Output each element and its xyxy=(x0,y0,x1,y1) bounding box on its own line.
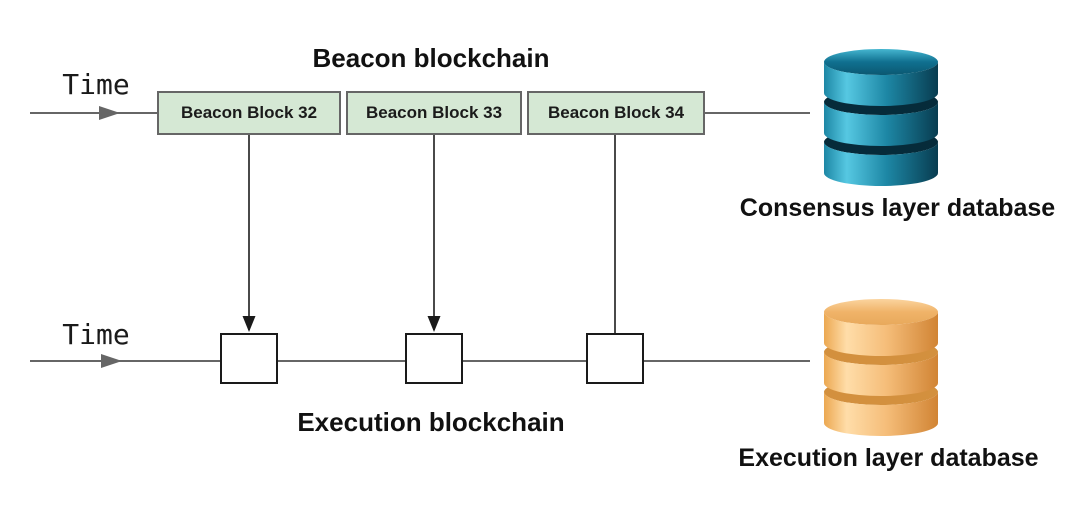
execution-block-2 xyxy=(405,333,463,384)
beacon-chain-title: Beacon blockchain xyxy=(312,43,550,73)
execution-chain-title: Execution blockchain xyxy=(297,407,565,437)
beacon-block-33-link-arrowhead-icon xyxy=(427,316,441,332)
beacon-timeline-arrowhead-icon xyxy=(99,106,120,120)
beacon-block-34: Beacon Block 34 xyxy=(527,91,705,135)
beacon-time-label: Time xyxy=(62,68,130,101)
execution-database-icon xyxy=(824,299,938,436)
consensus-database-icon xyxy=(824,49,938,186)
beacon-block-32: Beacon Block 32 xyxy=(157,91,341,135)
beacon-block-32-link-arrowhead-icon xyxy=(242,316,256,332)
execution-block-1 xyxy=(220,333,278,384)
execution-timeline-arrowhead-icon xyxy=(101,354,122,368)
execution-block-3 xyxy=(586,333,644,384)
beacon-block-33: Beacon Block 33 xyxy=(346,91,522,135)
execution-database-label: Execution layer database xyxy=(738,444,1039,472)
consensus-database-label: Consensus layer database xyxy=(739,194,1056,222)
execution-time-label: Time xyxy=(62,318,130,351)
beacon-block-row: Beacon Block 32 Beacon Block 33 Beacon B… xyxy=(157,91,705,135)
